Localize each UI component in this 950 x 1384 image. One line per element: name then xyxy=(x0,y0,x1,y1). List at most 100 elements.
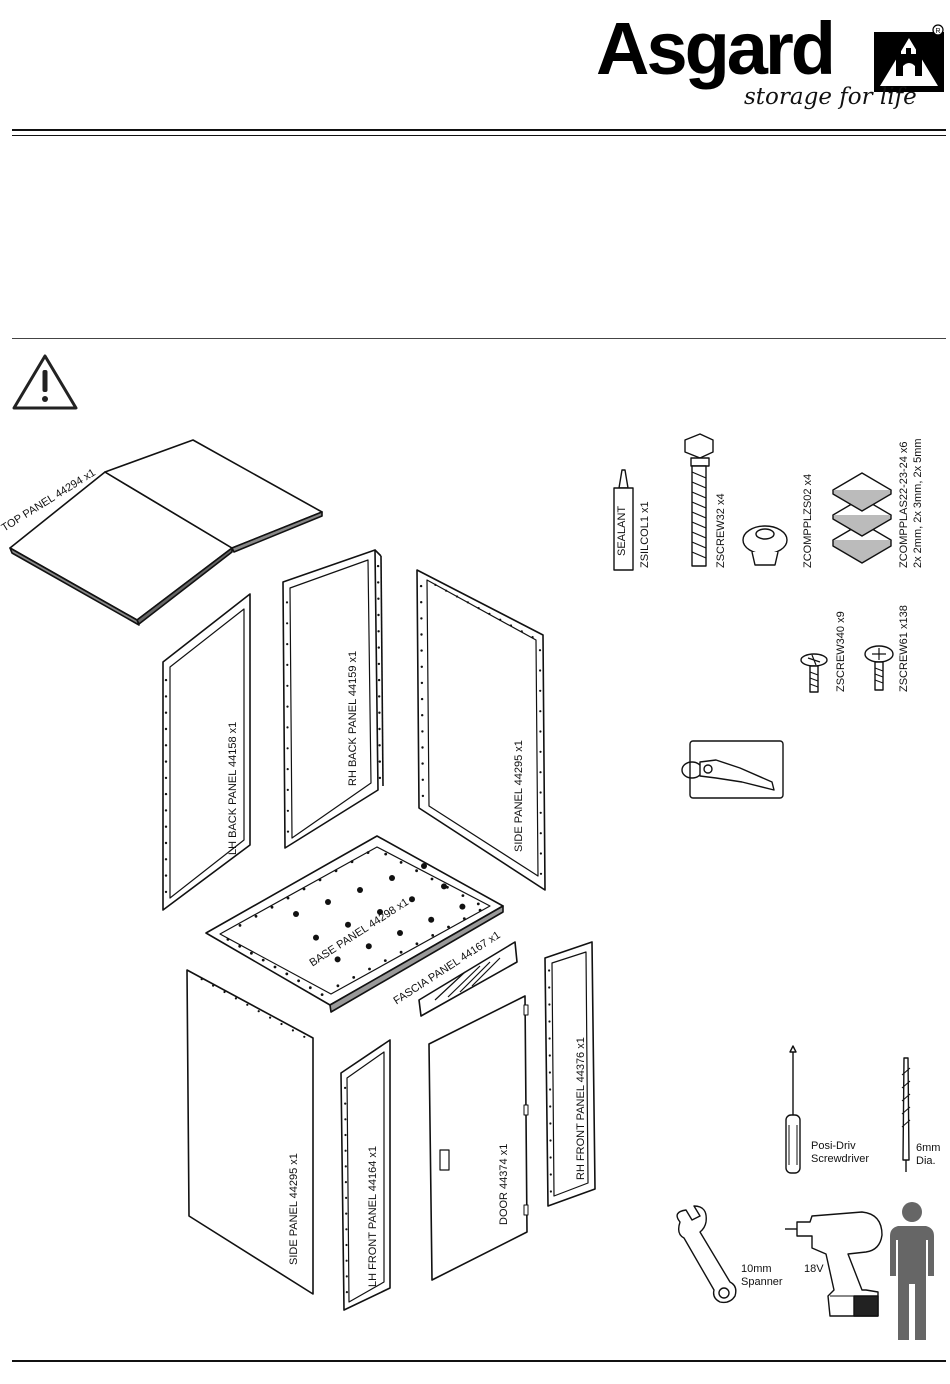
fixing-hole xyxy=(447,925,450,929)
fixing-hole xyxy=(286,705,289,708)
fixing-hole xyxy=(419,584,423,588)
fixing-hole xyxy=(378,776,382,780)
fixing-hole xyxy=(286,726,289,729)
fixing-hole xyxy=(421,746,424,749)
fixing-hole xyxy=(539,872,543,875)
fixing-hole xyxy=(548,1071,552,1074)
spanner-icon xyxy=(676,1205,737,1304)
fixing-hole xyxy=(238,944,242,948)
section-rule xyxy=(12,338,946,339)
fixing-hole xyxy=(549,1190,553,1193)
fixing-hole xyxy=(286,896,290,900)
fixing-hole xyxy=(399,950,403,954)
fixing-hole xyxy=(434,583,437,587)
header-rule-thick xyxy=(12,129,946,131)
fixing-hole xyxy=(297,979,300,983)
fixing-hole xyxy=(397,930,403,936)
fixing-hole xyxy=(261,958,265,962)
screwdriver-icon xyxy=(785,1045,801,1174)
fixing-hole xyxy=(420,665,423,668)
fixing-hole xyxy=(302,887,306,891)
fixing-hole xyxy=(344,1149,347,1152)
fixing-hole xyxy=(286,768,289,771)
fixing-hole xyxy=(477,607,480,610)
fixing-hole xyxy=(548,986,551,989)
fixing-hole xyxy=(421,762,424,765)
fixing-hole xyxy=(344,1181,347,1184)
fixing-hole xyxy=(539,730,542,733)
fixing-hole xyxy=(539,771,542,774)
label-screwdriver: Posi-Driv Screwdriver xyxy=(811,1140,870,1165)
fixing-hole xyxy=(378,744,381,747)
fixing-hole xyxy=(421,714,424,717)
fixing-hole xyxy=(549,1105,552,1108)
pan-screw-icon xyxy=(864,645,894,691)
fixing-hole xyxy=(269,1016,272,1019)
svg-text:R: R xyxy=(936,28,941,35)
fixing-hole xyxy=(531,636,534,639)
fixing-hole xyxy=(428,916,435,923)
fixing-hole xyxy=(420,649,423,652)
fixing-hole xyxy=(421,778,424,781)
fixing-hole xyxy=(445,589,448,592)
fixing-hole xyxy=(254,914,258,918)
fixing-hole xyxy=(466,601,469,604)
fixing-hole xyxy=(399,861,403,864)
fixing-hole xyxy=(345,1212,348,1215)
fixing-hole xyxy=(250,951,253,955)
fixing-hole xyxy=(286,622,289,625)
fixing-hole xyxy=(459,903,466,910)
fixing-hole xyxy=(377,581,380,584)
fixing-hole xyxy=(164,809,168,812)
fixing-hole xyxy=(164,874,168,877)
fixing-hole xyxy=(246,1003,249,1006)
fixing-hole xyxy=(286,643,289,646)
fixing-hole xyxy=(377,630,380,633)
fixing-hole xyxy=(345,921,351,928)
fixing-hole xyxy=(164,890,168,894)
door-drawing xyxy=(428,995,529,1281)
fixing-hole xyxy=(273,965,277,969)
fixing-hole xyxy=(345,1291,348,1294)
fixing-hole xyxy=(420,697,424,701)
label-spanner: 10mm Spanner xyxy=(741,1263,783,1288)
fixing-hole xyxy=(223,990,226,994)
fixing-hole xyxy=(164,678,168,682)
fixing-hole xyxy=(368,967,371,971)
fixing-hole xyxy=(164,776,168,780)
fixing-hole xyxy=(409,896,415,903)
fixing-hole xyxy=(377,597,380,600)
fixing-hole xyxy=(377,646,380,649)
footer-rule xyxy=(12,1360,946,1362)
packers-icon xyxy=(832,472,892,564)
fixing-hole xyxy=(291,1029,294,1032)
fixing-hole xyxy=(234,997,237,1000)
label-drill-voltage: 18V xyxy=(804,1263,824,1275)
fixing-hole xyxy=(377,678,381,682)
fixing-hole xyxy=(548,969,551,972)
fixing-hole xyxy=(420,633,423,636)
lh-front-panel-drawing xyxy=(340,1039,391,1311)
fixing-hole xyxy=(344,1086,347,1089)
brand-tagline: storage for life xyxy=(744,84,917,110)
fixing-hole xyxy=(164,792,168,796)
fixing-hole xyxy=(286,747,289,750)
coach-screw-icon xyxy=(684,433,714,567)
fixing-hole xyxy=(421,730,424,733)
fixing-hole xyxy=(420,601,423,604)
fixing-hole xyxy=(378,695,381,698)
sealant-tube-icon xyxy=(613,469,634,571)
fixing-hole xyxy=(384,852,388,856)
fixing-hole xyxy=(164,841,168,845)
fixing-hole xyxy=(285,601,289,604)
base-panel-drawing xyxy=(205,835,504,1013)
fixing-hole xyxy=(377,613,380,617)
fixing-hole xyxy=(499,618,502,621)
fixing-hole xyxy=(383,959,387,962)
fixing-hole xyxy=(461,894,465,897)
fixing-hole xyxy=(539,689,542,692)
label-drill-bit: 6mm Dia. xyxy=(916,1142,941,1167)
